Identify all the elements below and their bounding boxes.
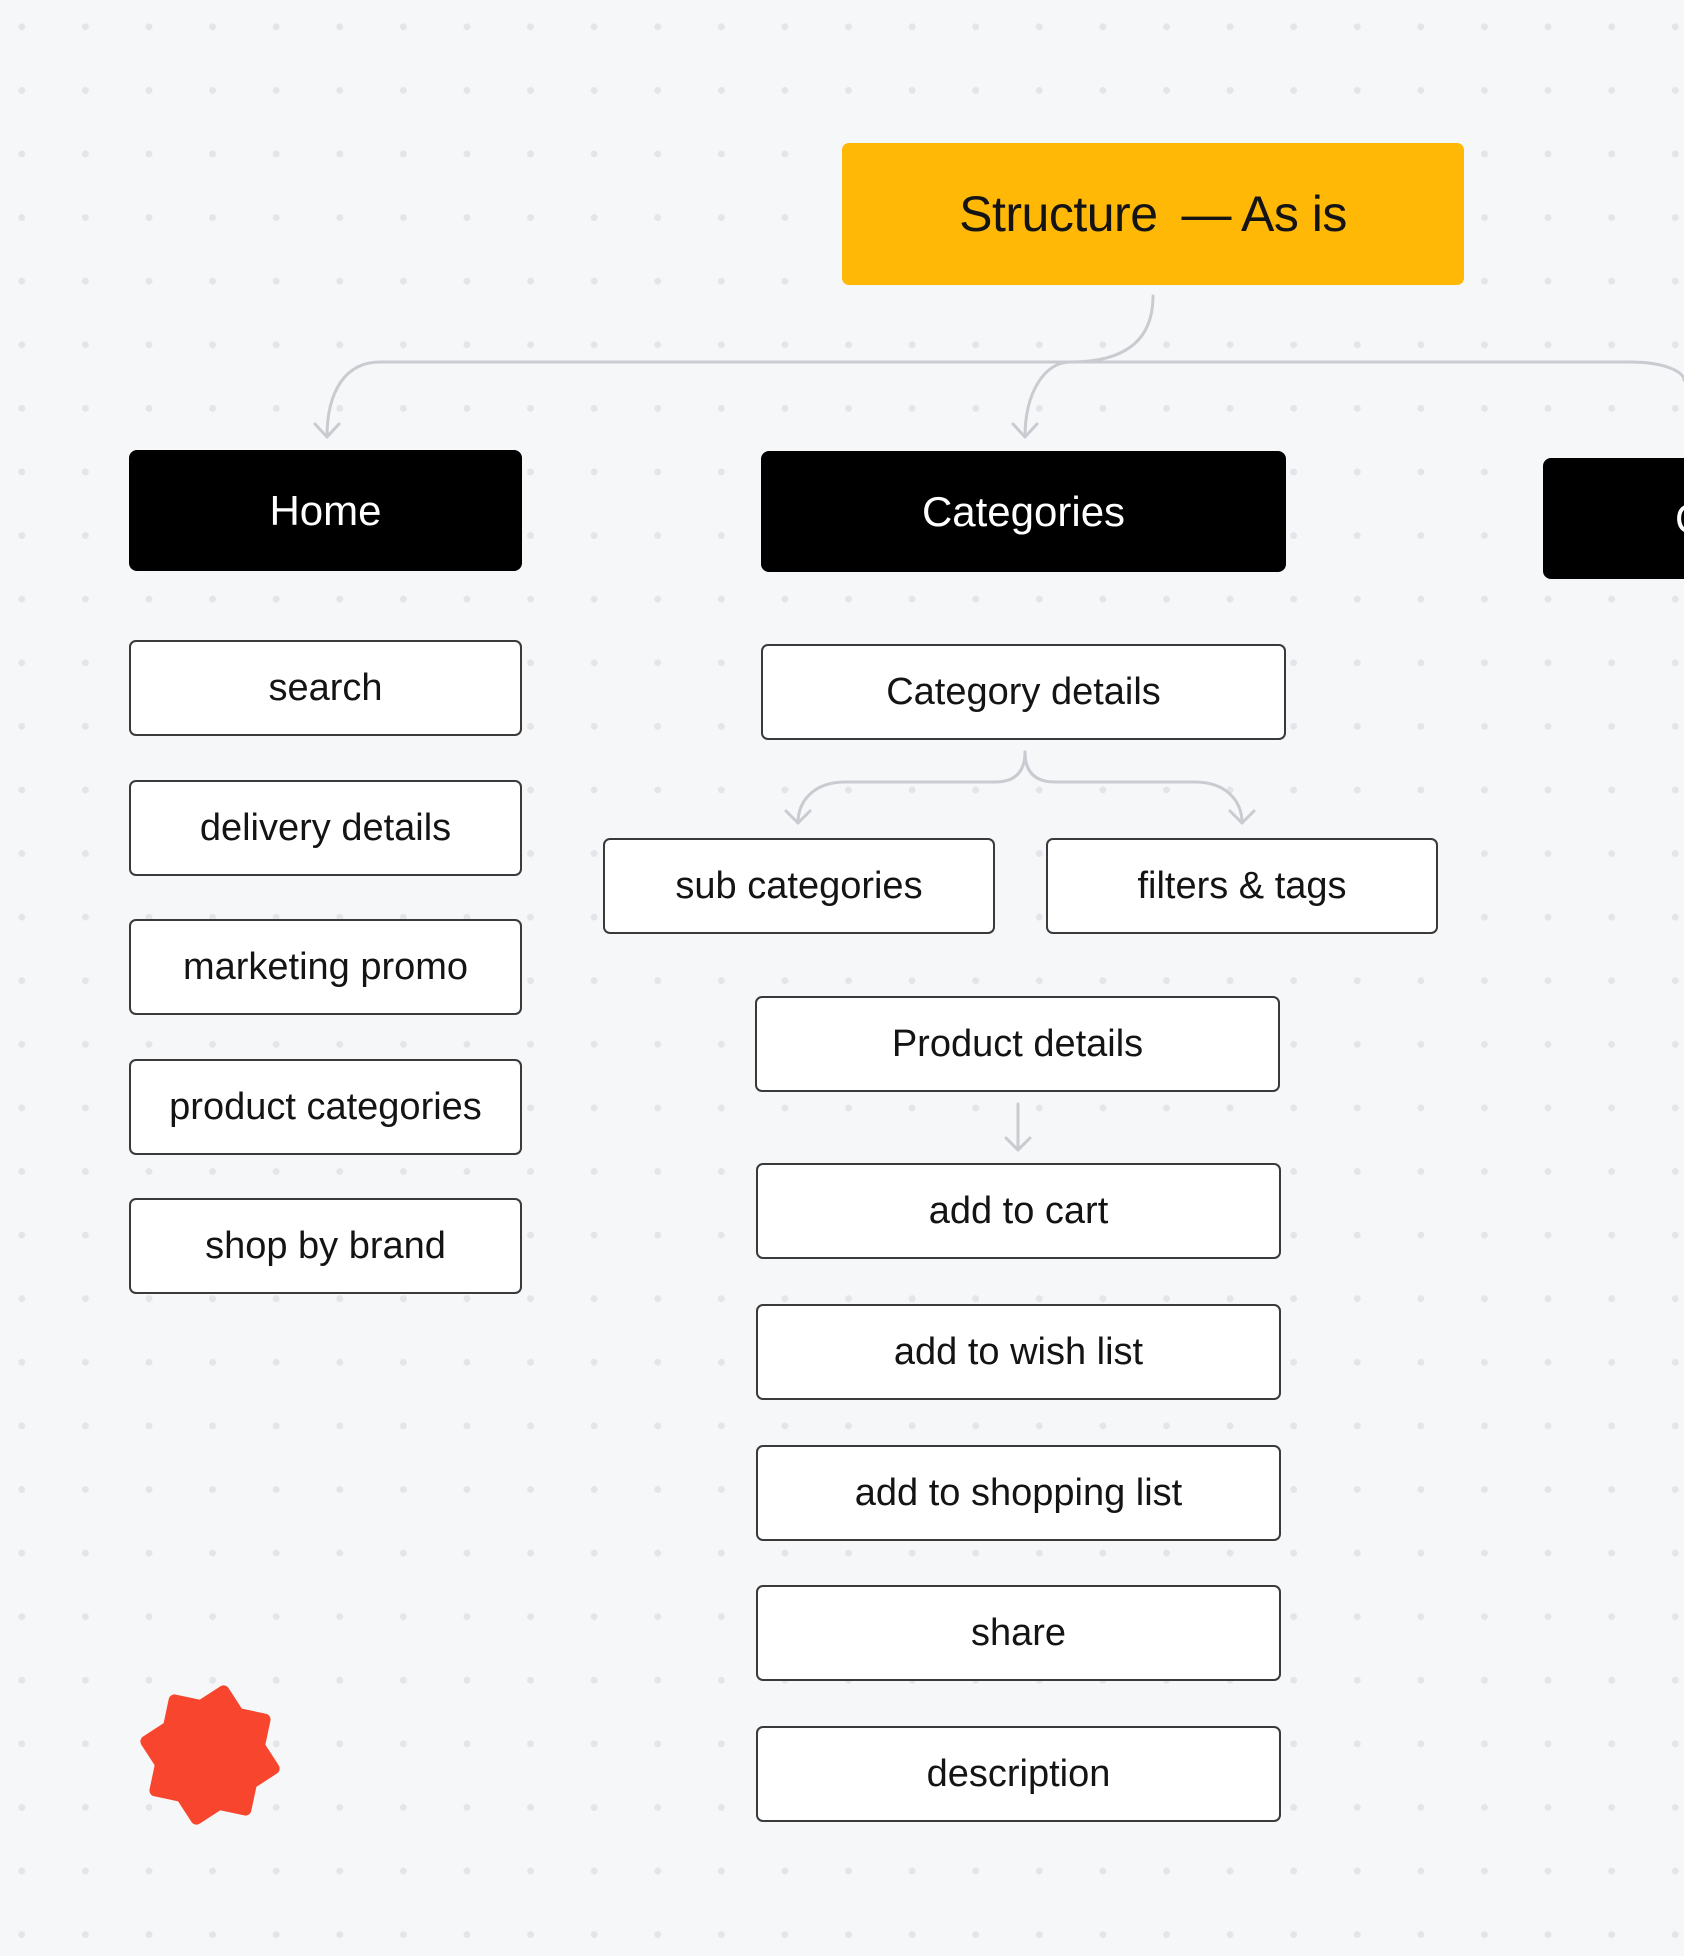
connector-to-home: [325, 360, 382, 439]
action-label: add to wish list: [893, 1330, 1144, 1373]
action-add-to-wish-list: add to wish list: [756, 1304, 1281, 1400]
home-section-label: Home: [269, 486, 382, 534]
home-item-marketing-promo: marketing promo: [129, 919, 522, 1015]
filters-tags-label: filters & tags: [1137, 864, 1347, 907]
categories-section-label: Categories: [921, 487, 1126, 535]
product-details-label: Product details: [891, 1022, 1144, 1065]
home-item-label: delivery details: [199, 806, 452, 849]
action-label: add to shopping list: [854, 1471, 1183, 1514]
home-item-label: product categories: [169, 1085, 482, 1128]
action-label: add to cart: [928, 1189, 1109, 1232]
connector-category-right: [1023, 750, 1244, 825]
action-description: description: [756, 1726, 1281, 1822]
arrowhead-home: [313, 422, 341, 439]
product-details-node: Product details: [755, 996, 1280, 1092]
home-item-label: shop by brand: [205, 1224, 446, 1267]
connector-title-trunk: [1068, 294, 1155, 364]
arrowhead-sub-categories: [784, 809, 812, 825]
sub-categories-node: sub categories: [603, 838, 995, 934]
home-section-node: Home: [129, 450, 522, 571]
arrowhead-add-to-cart: [1004, 1136, 1032, 1152]
home-item-label: search: [268, 666, 383, 709]
title-dash: —: [1181, 186, 1232, 242]
home-item-shop-by-brand: shop by brand: [129, 1198, 522, 1294]
home-item-product-categories: product categories: [129, 1059, 522, 1155]
home-item-delivery-details: delivery details: [129, 780, 522, 876]
category-details-label: Category details: [886, 670, 1161, 713]
categories-section-node: Categories: [761, 451, 1286, 572]
action-label: share: [970, 1611, 1067, 1654]
arrowhead-categories: [1011, 422, 1039, 439]
home-item-search: search: [129, 640, 522, 736]
third-section-label: C: [1675, 495, 1684, 543]
title-main-text: Structure: [959, 186, 1158, 242]
connector-horizontal-bus: [378, 360, 1684, 382]
title-suffix-text: As is: [1241, 186, 1347, 242]
action-share: share: [756, 1585, 1281, 1681]
action-label: description: [926, 1752, 1111, 1795]
connector-to-categories: [1023, 360, 1072, 439]
red-starburst-badge-icon: [140, 1685, 280, 1825]
connector-category-stem: [796, 750, 1027, 825]
filters-tags-node: filters & tags: [1046, 838, 1438, 934]
arrowhead-filters-tags: [1228, 809, 1256, 825]
action-add-to-cart: add to cart: [756, 1163, 1281, 1259]
structure-title-node: Structure — As is: [842, 143, 1464, 285]
home-item-label: marketing promo: [182, 945, 469, 988]
third-section-node-partial: C: [1543, 458, 1684, 579]
category-details-node: Category details: [761, 644, 1286, 740]
sub-categories-label: sub categories: [675, 864, 923, 907]
action-add-to-shopping-list: add to shopping list: [756, 1445, 1281, 1541]
